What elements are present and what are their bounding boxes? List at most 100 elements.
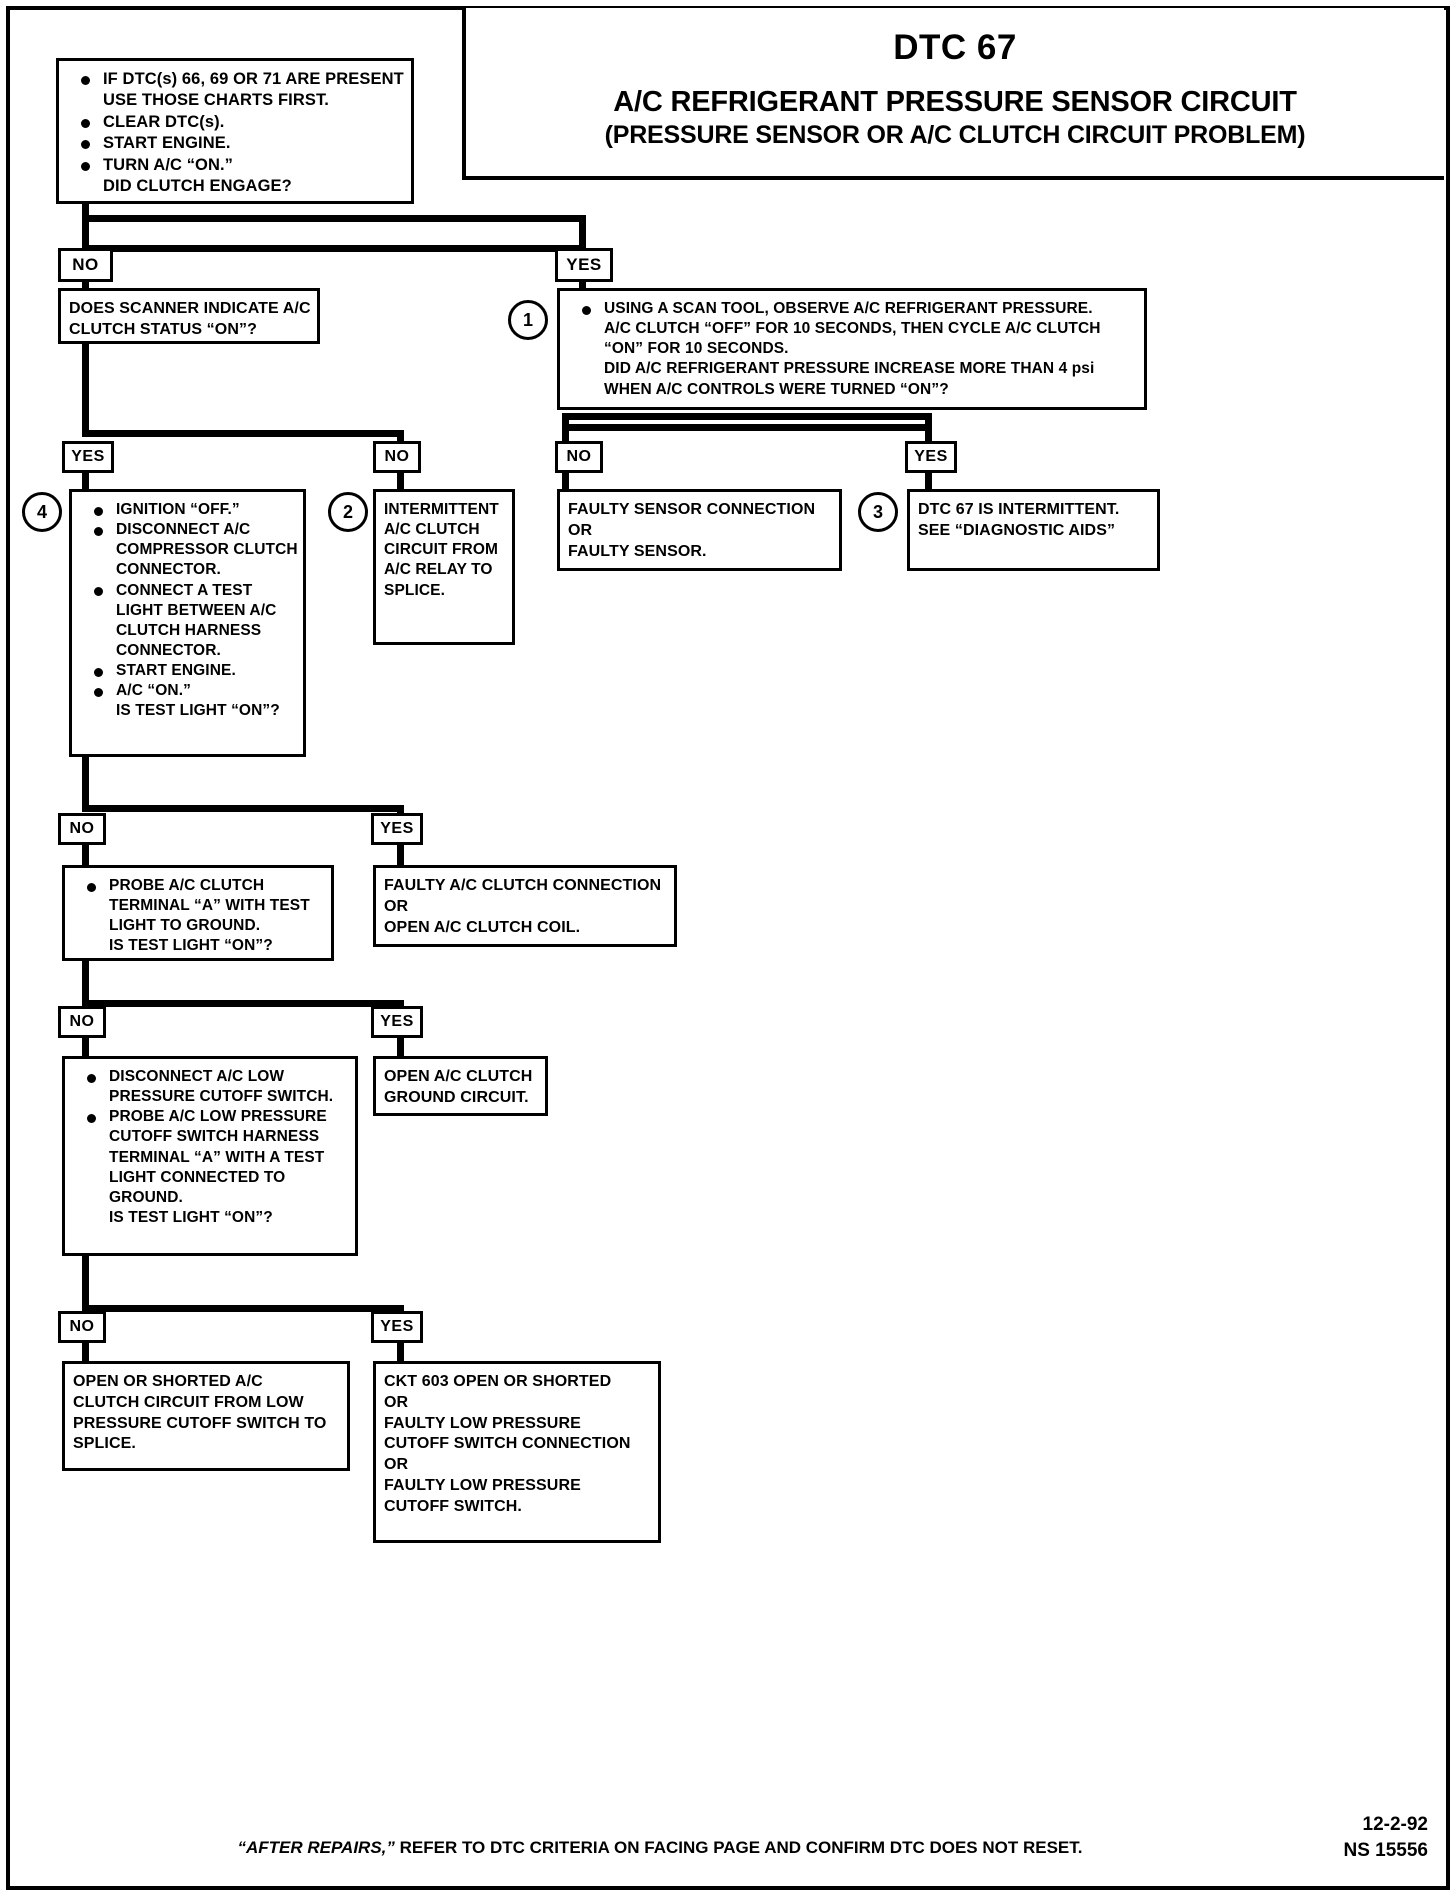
text-line: SEE “DIAGNOSTIC AIDS” [918, 521, 1116, 539]
footer-note-emphasis: “AFTER REPAIRS,” [237, 1838, 395, 1857]
bullet-line: START ENGINE. [116, 662, 236, 680]
text-line: INTERMITTENT [384, 501, 499, 518]
branch-tag-label: YES [380, 820, 414, 837]
footer-note-text: REFER TO DTC CRITERIA ON FACING PAGE AND… [394, 1838, 1083, 1857]
connector-vertical [397, 1000, 404, 1008]
branch-tag-label: NO [72, 255, 99, 274]
result-box-faulty-clutch-connection: FAULTY A/C CLUTCH CONNECTION OR OPEN A/C… [373, 865, 677, 947]
bullet-dot [87, 1113, 96, 1123]
branch-tag-label: NO [566, 448, 592, 465]
connector-horizontal [82, 1305, 404, 1312]
bullet-dot [81, 75, 90, 85]
bullet-item: PROBE A/C CLUTCH TERMINAL “A” WITH TEST … [75, 876, 323, 936]
branch-tag-label: YES [914, 448, 948, 465]
connector-vertical [397, 805, 404, 817]
connector-vertical [397, 1036, 404, 1058]
bullet-line: IF DTC(s) 66, 69 OR 71 ARE PRESENT [103, 70, 404, 88]
text-line: SPLICE. [384, 581, 445, 599]
branch-tag-no: NO [58, 248, 113, 282]
bullet-item: A/C “ON.” [82, 681, 295, 701]
text-line: FAULTY LOW PRESSURE [384, 1476, 581, 1494]
connector-vertical [82, 843, 89, 867]
text-line: OR [384, 1393, 409, 1411]
connector-vertical [397, 430, 404, 445]
connector-vertical [82, 471, 89, 491]
text-line: CUTOFF SWITCH CONNECTION [384, 1435, 631, 1453]
step-box-start: IF DTC(s) 66, 69 OR 71 ARE PRESENT USE T… [56, 58, 414, 204]
result-box-dtc-intermittent: DTC 67 IS INTERMITTENT. SEE “DIAGNOSTIC … [907, 489, 1160, 571]
bullet-line: LIGHT BETWEEN A/C [116, 601, 277, 619]
bullet-line: TURN A/C “ON.” [103, 155, 234, 174]
connector-vertical [82, 204, 89, 252]
connector-horizontal [82, 215, 586, 222]
footer-date: 12-2-92 [1362, 1814, 1429, 1835]
page-title: DTC 67 [893, 28, 1017, 67]
step-number-circle-4: 4 [22, 492, 62, 532]
connector-vertical [82, 344, 89, 436]
bullet-dot [87, 882, 96, 892]
text-line: A/C RELAY TO [384, 561, 493, 579]
bullet-dot [94, 667, 103, 677]
connector-vertical [397, 1341, 404, 1363]
bullet-line: PROBE A/C LOW PRESSURE [109, 1108, 327, 1126]
bullet-dot [94, 687, 103, 697]
bullet-line: CLUTCH HARNESS [116, 621, 262, 639]
bullet-dot [94, 587, 103, 597]
text-line: OR [384, 1456, 409, 1474]
step-number-label: 1 [522, 309, 533, 330]
step-box-probe-terminal-a: PROBE A/C CLUTCH TERMINAL “A” WITH TEST … [62, 865, 334, 961]
bullet-line: USE THOSE CHARTS FIRST. [103, 91, 329, 110]
bullet-line: A/C CLUTCH “OFF” FOR 10 SECONDS, THEN CY… [604, 320, 1101, 338]
text-line: OPEN A/C CLUTCH [384, 1068, 533, 1085]
connector-vertical [82, 1256, 89, 1312]
connector-vertical [82, 961, 89, 1007]
header-subtitle-secondary: (PRESSURE SENSOR OR A/C CLUTCH CIRCUIT P… [604, 121, 1306, 149]
connector-horizontal [562, 413, 932, 420]
bullet-line: COMPRESSOR CLUTCH [116, 541, 298, 559]
connector-horizontal [82, 1000, 404, 1007]
bullet-item: TURN A/C “ON.” [69, 155, 403, 176]
bullet-line: CONNECTOR. [116, 641, 221, 659]
bullet-item: IF DTC(s) 66, 69 OR 71 ARE PRESENT USE T… [69, 69, 404, 112]
bullet-item: START ENGINE. [82, 661, 295, 681]
footer-note: “AFTER REPAIRS,” REFER TO DTC CRITERIA O… [120, 1838, 1200, 1858]
branch-tag-label: YES [566, 255, 602, 274]
bullet-item: START ENGINE. [69, 133, 403, 154]
bullet-dot [87, 1073, 96, 1083]
connector-vertical [82, 1036, 89, 1058]
bullet-item: USING A SCAN TOOL, OBSERVE A/C REFRIGERA… [570, 299, 1136, 359]
text-line: OR [384, 897, 409, 915]
connector-vertical [82, 280, 89, 292]
step-box-scan-tool: USING A SCAN TOOL, OBSERVE A/C REFRIGERA… [557, 288, 1147, 410]
text-line: CLUTCH CIRCUIT FROM LOW [73, 1393, 304, 1411]
bullet-line: DISCONNECT A/C [116, 521, 251, 539]
question-line: IS TEST LIGHT “ON”? [109, 937, 273, 955]
branch-tag-no: NO [58, 1006, 106, 1038]
step-number-circle-3: 3 [858, 492, 898, 532]
bullet-line: CONNECT A TEST [116, 581, 253, 599]
result-box-intermittent-clutch: INTERMITTENT A/C CLUTCH CIRCUIT FROM A/C… [373, 489, 515, 645]
branch-tag-label: NO [69, 1318, 95, 1335]
branch-tag-yes: YES [371, 1006, 423, 1038]
bullet-dot [582, 305, 591, 315]
branch-tag-no: NO [58, 1311, 106, 1343]
text-line: A/C CLUTCH [384, 521, 480, 539]
result-box-open-shorted-clutch-circuit: OPEN OR SHORTED A/C CLUTCH CIRCUIT FROM … [62, 1361, 350, 1471]
bullet-line: DISCONNECT A/C LOW [109, 1068, 285, 1085]
question-line: DID CLUTCH ENGAGE? [103, 177, 292, 196]
branch-tag-no: NO [373, 441, 421, 473]
connector-vertical [925, 471, 932, 491]
text-line: GROUND CIRCUIT. [384, 1088, 529, 1106]
connector-horizontal [82, 805, 404, 812]
text-line: CUTOFF SWITCH. [384, 1497, 522, 1515]
text-line: DOES SCANNER INDICATE A/C [69, 300, 311, 317]
bullet-line: LIGHT TO GROUND. [109, 917, 261, 935]
bullet-line: START ENGINE. [103, 134, 231, 153]
connector-vertical [579, 215, 586, 252]
text-line: FAULTY SENSOR CONNECTION [568, 501, 816, 518]
bullet-line: “ON” FOR 10 SECONDS. [604, 340, 789, 358]
bullet-line: PROBE A/C CLUTCH [109, 877, 265, 894]
result-box-faulty-sensor: FAULTY SENSOR CONNECTION OR FAULTY SENSO… [557, 489, 842, 571]
bullet-item: DISCONNECT A/C COMPRESSOR CLUTCH CONNECT… [82, 520, 298, 580]
